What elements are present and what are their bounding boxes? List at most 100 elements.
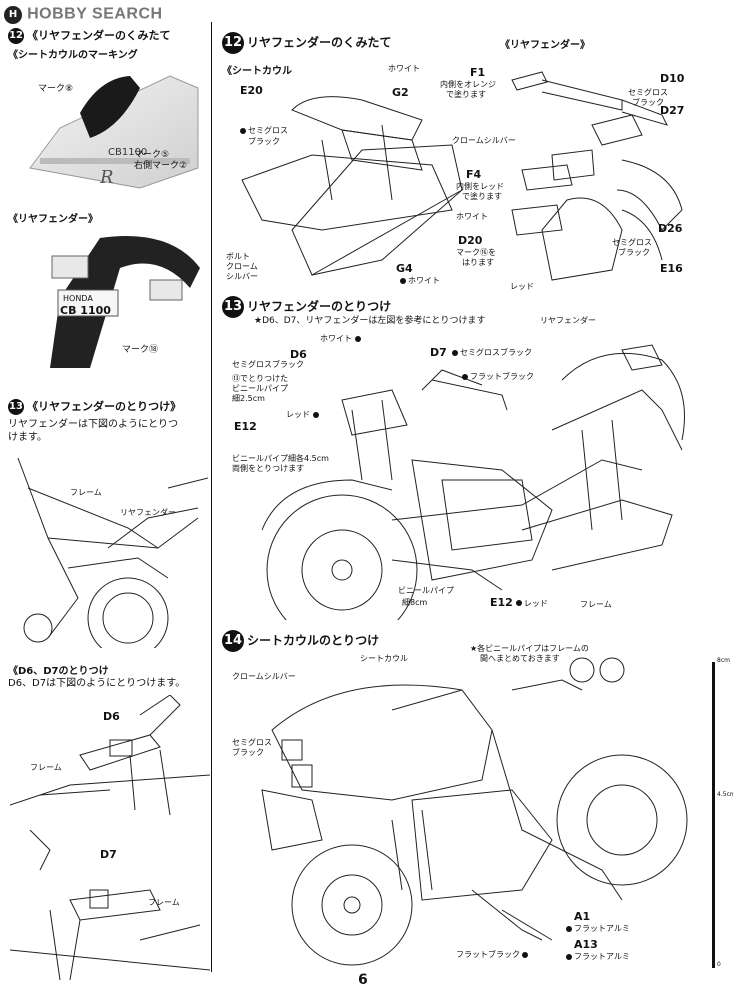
red-label: レッド bbox=[510, 282, 534, 291]
s13-d7: D7 bbox=[430, 346, 447, 359]
step13-drawing bbox=[261, 344, 685, 620]
sketch-frame-label: フレーム bbox=[70, 488, 102, 497]
s13-red: レッド bbox=[286, 410, 321, 420]
paint-dot-icon bbox=[566, 953, 572, 960]
s12-fender-heading: 《リヤフェンダー》 bbox=[500, 40, 590, 51]
f4-note2: で塗ります bbox=[462, 192, 502, 201]
f4-note1: 内側をレッド bbox=[456, 182, 504, 191]
d6-d7-title: 《D6、D7のとりつけ bbox=[8, 666, 109, 677]
e20-paint1: セミグロス bbox=[240, 126, 288, 136]
s12-seatcowl-heading: 《シートカウル bbox=[222, 66, 292, 77]
s14-flat-alu2: フラットアルミ bbox=[566, 952, 630, 962]
brand-logo: H HOBBY SEARCH bbox=[4, 4, 174, 24]
s13-vinyl4: ビニールパイプ細各4.5cm bbox=[232, 454, 329, 463]
s14-flat-black: フラットブラック bbox=[456, 950, 530, 960]
s13-frame: フレーム bbox=[580, 600, 612, 609]
d20-note1: マーク⑯を bbox=[456, 248, 496, 257]
part-e20: E20 bbox=[240, 84, 263, 97]
s14-flat-alu1: フラットアルミ bbox=[566, 924, 630, 934]
s13-vinyl1: ⑬でとりつけた bbox=[232, 374, 289, 383]
paint-dot-icon bbox=[522, 951, 528, 958]
s13-vinyl2: ビニールパイプ bbox=[232, 384, 288, 393]
step13-note: ★D6、D7、リヤフェンダーは左図を参考にとりつけます bbox=[254, 316, 486, 326]
s13-vinyl3: 細2.5cm bbox=[232, 394, 265, 403]
d7-frame-label: フレーム bbox=[148, 898, 180, 907]
d7-sketch bbox=[10, 830, 210, 980]
sketch-fender-label: リヤフェンダー bbox=[120, 508, 176, 517]
s14-sg1: セミグロス bbox=[232, 738, 272, 747]
s13-d7-paint: セミグロスブラック bbox=[452, 348, 532, 358]
ruler-bottom: 0 bbox=[717, 961, 721, 968]
d10-paint1: セミグロス bbox=[628, 88, 668, 97]
step14-drawing bbox=[261, 657, 688, 966]
part-d20: D20 bbox=[458, 234, 483, 247]
part-g4: G4 bbox=[396, 262, 413, 275]
s14-chrome: クロームシルバー bbox=[232, 672, 296, 681]
paint-dot-icon bbox=[452, 349, 458, 356]
left-step13-desc2: けます。 bbox=[8, 432, 47, 443]
svg-text:HONDA: HONDA bbox=[63, 294, 93, 303]
d6-d7-desc: D6、D7は下図のようにとりつけます。 bbox=[8, 678, 186, 689]
column-divider bbox=[211, 22, 212, 972]
d10-paint2: ブラック bbox=[632, 98, 664, 107]
page-number: 6 bbox=[358, 972, 368, 988]
rear-fender-photo-drawing: HONDA CB 1100 bbox=[50, 236, 200, 368]
paint-dot-icon bbox=[400, 277, 406, 284]
paint-dot-icon bbox=[566, 925, 572, 932]
bolt-label2: クローム bbox=[226, 262, 258, 271]
d6-sketch bbox=[10, 695, 210, 816]
part-g2: G2 bbox=[392, 86, 409, 99]
s13-vinyl7: 細8cm bbox=[402, 598, 428, 607]
part-d10: D10 bbox=[660, 72, 685, 85]
left-fender-title: 《リヤフェンダー》 bbox=[8, 214, 98, 225]
chrome-label: クロームシルバー bbox=[452, 136, 516, 145]
mark8-label: マーク⑧ bbox=[38, 84, 74, 94]
svg-text:CB 1100: CB 1100 bbox=[60, 304, 111, 317]
step-12-circle: 12 bbox=[222, 32, 244, 54]
ruler-bar bbox=[712, 662, 715, 968]
f1-note1: 内側をオレンジ bbox=[440, 80, 496, 89]
d26-paint1: セミグロス bbox=[612, 238, 652, 247]
paint-dot-icon bbox=[462, 373, 468, 380]
paint-dot-icon bbox=[312, 411, 319, 418]
part-d26: D26 bbox=[658, 222, 683, 235]
part-d27: D27 bbox=[660, 104, 685, 117]
s13-d6: D6 bbox=[290, 348, 307, 361]
s14-note1: ★各ビニールパイプはフレームの bbox=[470, 644, 589, 653]
svg-text:R: R bbox=[99, 167, 114, 188]
svg-text:CB1100: CB1100 bbox=[108, 147, 147, 158]
d6-label: D6 bbox=[103, 710, 120, 723]
step12-drawing bbox=[241, 71, 683, 281]
rear-fender-photo: HONDA CB 1100 bbox=[30, 228, 210, 378]
s13-white: ホワイト bbox=[320, 334, 363, 344]
step-14-circle: 14 bbox=[222, 630, 244, 652]
left-seatcowl-marking-title: 《シートカウルのマーキング bbox=[8, 50, 138, 61]
bolt-label1: ボルト bbox=[226, 252, 250, 261]
g2-paint: ホワイト bbox=[388, 64, 420, 73]
s13-e12: E12 bbox=[234, 420, 257, 433]
s13-rear-fender: リヤフェンダー bbox=[540, 316, 596, 325]
d26-paint2: ブラック bbox=[618, 248, 650, 257]
left-step13-title: 13《リヤフェンダーのとりつけ》 bbox=[8, 399, 182, 415]
d7-label: D7 bbox=[100, 848, 117, 861]
s14-a13: A13 bbox=[574, 938, 598, 951]
g4-paint: ホワイト bbox=[400, 276, 440, 286]
s13-flat-black: フラットブラック bbox=[462, 372, 534, 382]
d20-note2: はります bbox=[462, 258, 494, 267]
logo-text: HOBBY SEARCH bbox=[27, 5, 163, 23]
paint-dot-icon bbox=[354, 335, 361, 342]
e20-paint2: ブラック bbox=[248, 137, 280, 146]
s14-sg2: ブラック bbox=[232, 748, 264, 757]
paint-dot-icon bbox=[240, 127, 246, 134]
left-step12-title: 12《リヤフェンダーのくみたて bbox=[8, 28, 171, 44]
left-step13-desc1: リヤフェンダーは下図のようにとりつ bbox=[8, 419, 179, 430]
s14-seatcowl: シートカウル bbox=[360, 654, 408, 663]
s13-vinyl6: ビニールパイプ bbox=[398, 586, 454, 595]
s13-vinyl5: 両側をとりつけます bbox=[232, 464, 305, 473]
f1-note2: で塗ります bbox=[446, 90, 486, 99]
ruler-top: 8cm bbox=[717, 657, 730, 664]
s13-d6-paint: セミグロスブラック bbox=[232, 360, 304, 369]
d6-frame-label: フレーム bbox=[30, 763, 62, 772]
